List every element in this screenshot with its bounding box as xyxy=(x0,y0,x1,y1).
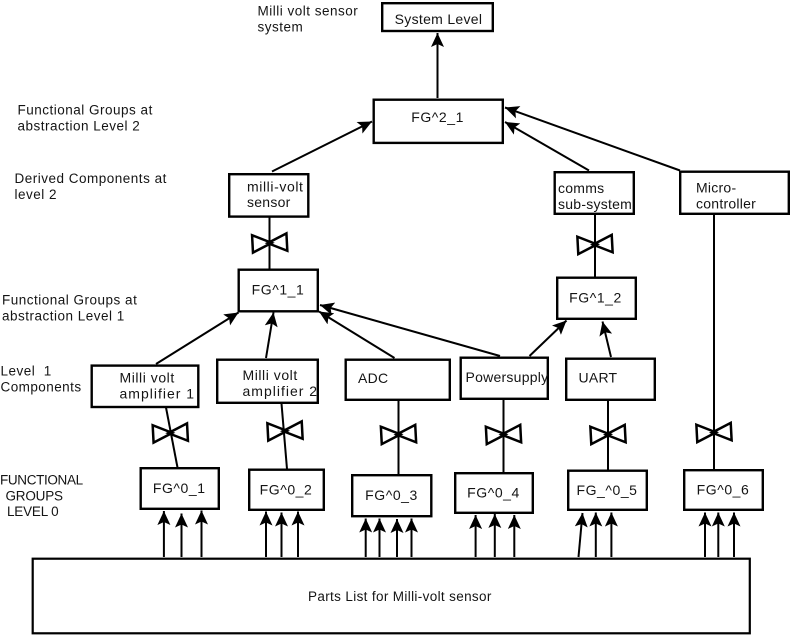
svg-text:abstraction Level 1: abstraction Level 1 xyxy=(2,309,125,324)
svg-text:Components: Components xyxy=(1,380,82,395)
svg-text:FG^1_1: FG^1_1 xyxy=(252,282,305,298)
svg-text:system: system xyxy=(258,20,304,35)
svg-text:Level 1: Level 1 xyxy=(1,364,52,379)
svg-text:amplifier 1: amplifier 1 xyxy=(120,386,196,402)
svg-text:FG^0_4: FG^0_4 xyxy=(467,485,520,501)
svg-text:abstraction Level 2: abstraction Level 2 xyxy=(18,119,141,134)
svg-text:FG^0_1: FG^0_1 xyxy=(153,480,206,496)
svg-text:LEVEL 0: LEVEL 0 xyxy=(7,504,58,519)
svg-text:controller: controller xyxy=(696,196,756,212)
svg-text:Functional Groups at: Functional Groups at xyxy=(2,293,137,308)
svg-text:Derived Components at: Derived Components at xyxy=(15,171,167,186)
svg-text:FG^1_2: FG^1_2 xyxy=(569,290,622,306)
svg-text:UART: UART xyxy=(579,370,618,386)
svg-text:Micro-: Micro- xyxy=(696,180,736,196)
svg-text:Parts List for Milli-volt sens: Parts List for Milli-volt sensor xyxy=(308,589,492,604)
svg-text:FG^0_2: FG^0_2 xyxy=(260,482,313,498)
svg-text:sensor: sensor xyxy=(247,194,291,210)
svg-text:FG^0_6: FG^0_6 xyxy=(697,482,750,498)
svg-text:FG_^0_5: FG_^0_5 xyxy=(576,482,637,498)
svg-text:Functional Groups at: Functional Groups at xyxy=(18,103,153,118)
svg-text:level 2: level 2 xyxy=(15,187,58,202)
svg-text:FUNCTIONAL: FUNCTIONAL xyxy=(0,472,84,487)
svg-text:amplifier 2: amplifier 2 xyxy=(243,383,319,399)
svg-text:FG^2_1: FG^2_1 xyxy=(411,109,464,125)
svg-text:Milli volt sensor: Milli volt sensor xyxy=(258,4,359,19)
svg-text:GROUPS: GROUPS xyxy=(6,488,64,503)
svg-text:FG^0_3: FG^0_3 xyxy=(365,487,418,503)
svg-text:Milli volt: Milli volt xyxy=(243,367,298,383)
svg-text:milli-volt: milli-volt xyxy=(247,179,304,195)
svg-text:sub-system: sub-system xyxy=(558,196,632,212)
svg-text:ADC: ADC xyxy=(358,370,388,386)
svg-text:comms: comms xyxy=(558,180,604,196)
svg-text:Milli volt: Milli volt xyxy=(120,370,175,386)
svg-text:Powersupply: Powersupply xyxy=(466,369,549,385)
svg-text:System Level: System Level xyxy=(395,11,483,27)
